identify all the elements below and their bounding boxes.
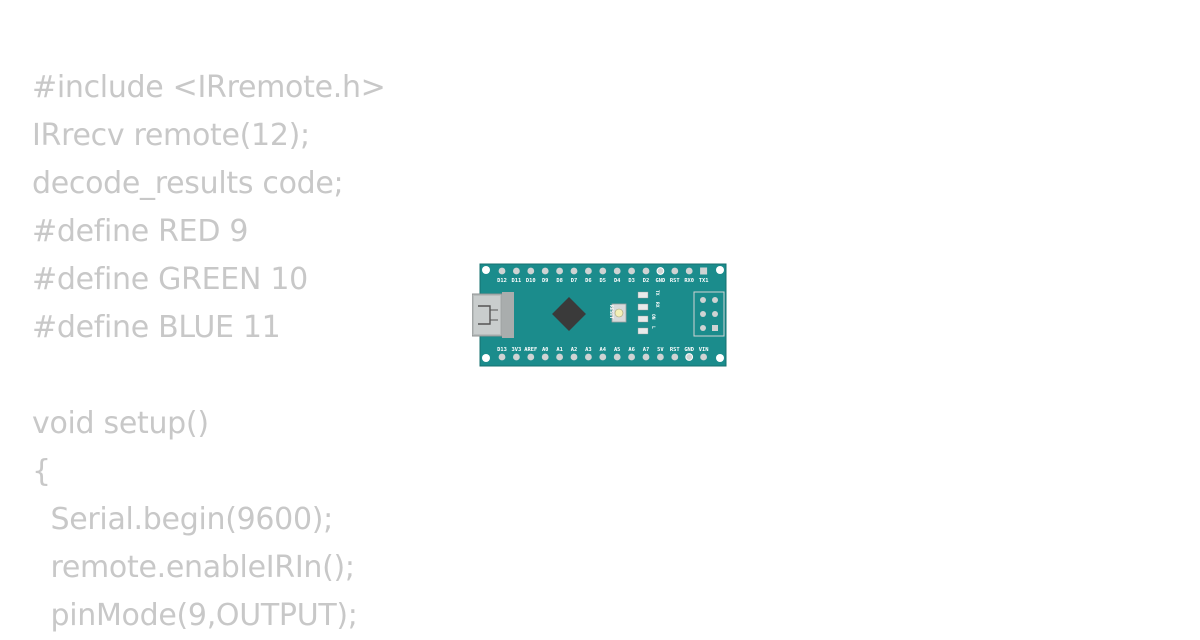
code-line: IRrecv remote(12);	[32, 118, 310, 153]
code-listing: #include <IRremote.h> IRrecv remote(12); d…	[32, 64, 386, 640]
pin-label: D7	[571, 278, 578, 284]
pin-d7[interactable]	[570, 267, 578, 275]
pin-tx1[interactable]	[700, 267, 708, 275]
pin-label: A4	[600, 347, 607, 353]
arduino-nano-board[interactable]: RESET TX RX ON L D12 D11 D10 D9 D8 D7 D6 D5 D4 D3…	[472, 262, 728, 368]
icsp-header[interactable]	[693, 291, 725, 337]
reset-label: RESET	[608, 305, 614, 319]
mounting-hole	[716, 354, 724, 362]
pin-a0[interactable]	[541, 353, 549, 361]
pin-label: D3	[628, 278, 635, 284]
pin-a6[interactable]	[628, 353, 635, 361]
pin-label: D12	[497, 278, 507, 284]
code-line: #define GREEN 10	[32, 262, 308, 297]
pin-d2[interactable]	[642, 267, 650, 275]
pin-d11[interactable]	[513, 267, 520, 275]
mounting-hole	[716, 266, 724, 274]
pin-label: D4	[614, 278, 621, 284]
pin-label: RX0	[684, 278, 694, 284]
pin-d12[interactable]	[498, 267, 506, 275]
pin-gnd[interactable]	[685, 353, 694, 361]
led-label-on: ON	[650, 314, 656, 320]
code-line: void setup()	[32, 406, 209, 441]
pin-label: RST	[670, 278, 680, 284]
code-line: #include <IRremote.h>	[32, 70, 386, 105]
pin-d10[interactable]	[527, 267, 535, 275]
pin-label: 5V	[657, 347, 664, 353]
pin-a7[interactable]	[642, 353, 650, 361]
pin-a5[interactable]	[613, 353, 621, 361]
code-line: pinMode(9,OUTPUT);	[32, 598, 358, 633]
pin-d9[interactable]	[541, 267, 549, 275]
code-line: remote.enableIRIn();	[32, 550, 355, 585]
mounting-hole	[482, 354, 490, 362]
pin-a1[interactable]	[556, 353, 563, 361]
pin-label: GND	[656, 278, 666, 284]
led-label-l: L	[650, 326, 656, 329]
pin-label: D9	[542, 278, 549, 284]
pin-label: TX1	[699, 278, 709, 284]
pin-label: GND	[684, 347, 694, 353]
usb-connector[interactable]	[472, 292, 514, 338]
led-label-tx: TX	[654, 290, 660, 296]
pin-label: D2	[643, 278, 650, 284]
pin-label: A3	[585, 347, 592, 353]
pin-rx0[interactable]	[685, 267, 693, 275]
pin-label: D10	[526, 278, 536, 284]
pin-label: D13	[497, 347, 507, 353]
pin-label: A0	[542, 347, 549, 353]
pin-a4[interactable]	[599, 353, 607, 361]
pin-a2[interactable]	[570, 353, 578, 361]
code-line: Serial.begin(9600);	[32, 502, 333, 537]
pin-rst[interactable]	[671, 353, 679, 361]
pin-d13[interactable]	[498, 353, 506, 361]
code-line: #define RED 9	[32, 214, 249, 249]
pin-label: D5	[600, 278, 607, 284]
pin-label: A5	[614, 347, 621, 353]
status-leds	[637, 291, 649, 335]
code-line: #define BLUE 11	[32, 310, 281, 345]
pin-a3[interactable]	[585, 353, 592, 361]
pin-label: AREF	[524, 347, 537, 353]
pin-label: VIN	[699, 347, 709, 353]
led-label-rx: RX	[654, 302, 660, 308]
pin-label: D8	[556, 278, 563, 284]
code-line	[32, 352, 386, 400]
pin-d5[interactable]	[599, 267, 607, 275]
reset-button[interactable]	[611, 303, 627, 323]
pin-label: RST	[670, 347, 680, 353]
pin-label: D6	[585, 278, 592, 284]
mounting-hole	[482, 266, 490, 274]
pin-label: A6	[628, 347, 635, 353]
pin-aref[interactable]	[527, 353, 535, 361]
pin-3v3[interactable]	[513, 353, 520, 361]
pin-d3[interactable]	[628, 267, 635, 275]
pin-label: 3V3	[512, 347, 522, 353]
pin-label: A2	[571, 347, 578, 353]
pin-d4[interactable]	[613, 267, 621, 275]
pin-rst[interactable]	[671, 267, 679, 275]
code-line: {	[32, 454, 51, 489]
pin-vin[interactable]	[700, 353, 707, 361]
pin-d6[interactable]	[585, 267, 592, 275]
pin-d8[interactable]	[556, 267, 563, 275]
pin-gnd[interactable]	[656, 267, 665, 275]
code-line: decode_results code;	[32, 166, 344, 201]
pin-label: D11	[512, 278, 522, 284]
pcb	[479, 263, 727, 367]
pin-label: A7	[643, 347, 650, 353]
pin-label: A1	[556, 347, 563, 353]
pin-5v[interactable]	[657, 353, 664, 361]
top-pin-header[interactable]: D12 D11 D10 D9 D8 D7 D6 D5 D4 D3 D2 GND RST RX0 TX1	[497, 267, 709, 285]
